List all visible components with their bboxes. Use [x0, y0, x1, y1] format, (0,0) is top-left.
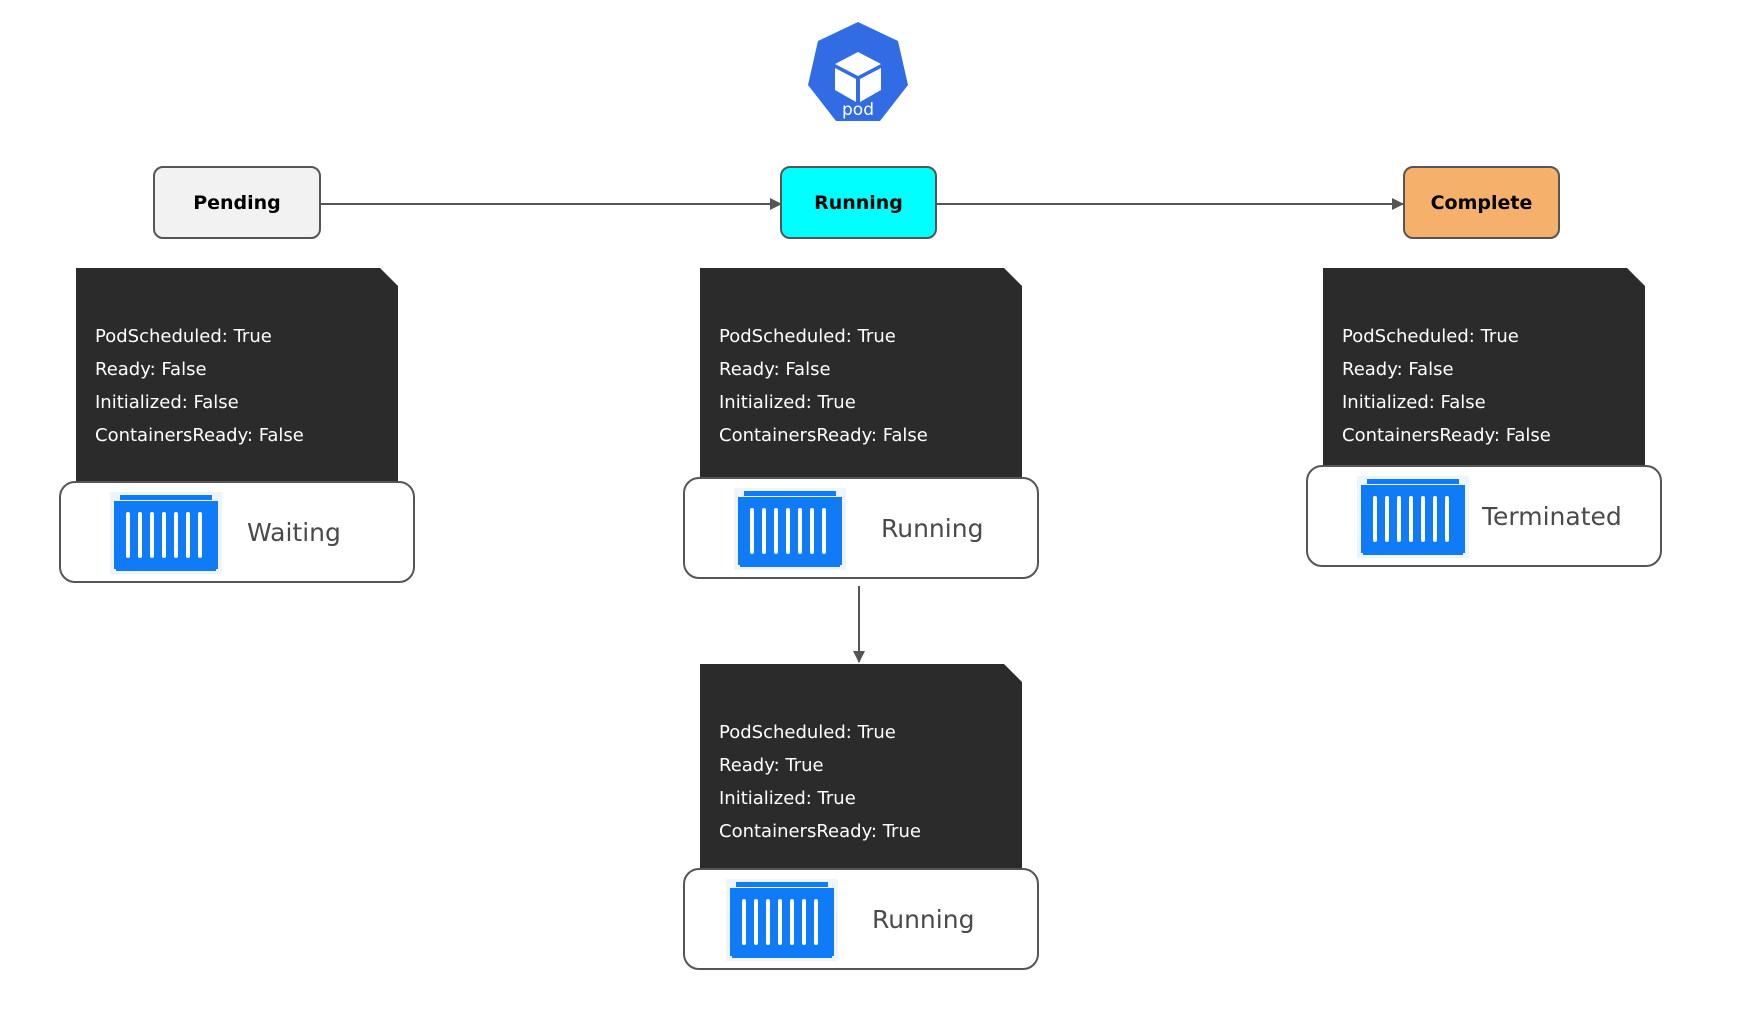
container-icon: [110, 492, 222, 574]
condition-ready: Ready: False: [719, 359, 831, 380]
condition-containers-ready: ContainersReady: False: [719, 425, 928, 446]
phase-running-label: Running: [814, 191, 903, 214]
container-card-complete: Terminated: [1306, 465, 1662, 567]
condition-containers-ready: ContainersReady: False: [95, 425, 304, 446]
phase-complete: Complete: [1403, 166, 1560, 239]
pod-icon: [808, 22, 908, 121]
container-state: Running: [881, 513, 984, 543]
conditions-note-running-ready: PodScheduled: True Ready: True Initializ…: [700, 664, 1022, 874]
condition-initialized: Initialized: True: [719, 788, 856, 809]
condition-ready: Ready: False: [95, 359, 207, 380]
container-icon: [1357, 476, 1469, 558]
phase-running: Running: [780, 166, 937, 239]
container-card-running-ready: Running: [683, 868, 1039, 970]
pod-logo: [805, 20, 911, 126]
container-card-pending: Waiting: [59, 481, 415, 583]
container-state: Terminated: [1482, 501, 1622, 531]
condition-initialized: Initialized: False: [95, 392, 239, 413]
condition-initialized: Initialized: False: [1342, 392, 1486, 413]
condition-initialized: Initialized: True: [719, 392, 856, 413]
phase-pending-label: Pending: [193, 191, 281, 214]
conditions-note-complete: PodScheduled: True Ready: False Initiali…: [1323, 268, 1645, 466]
conditions-note-pending: PodScheduled: True Ready: False Initiali…: [76, 268, 398, 482]
condition-containers-ready: ContainersReady: False: [1342, 425, 1551, 446]
condition-ready: Ready: True: [719, 755, 824, 776]
pod-label: pod: [842, 100, 874, 120]
phase-pending: Pending: [153, 166, 321, 239]
conditions-note-running: PodScheduled: True Ready: False Initiali…: [700, 268, 1022, 478]
condition-pod-scheduled: PodScheduled: True: [95, 326, 272, 347]
container-icon: [734, 488, 846, 570]
condition-pod-scheduled: PodScheduled: True: [719, 326, 896, 347]
condition-containers-ready: ContainersReady: True: [719, 821, 921, 842]
container-card-running: Running: [683, 477, 1039, 579]
container-state: Waiting: [247, 517, 341, 547]
container-state: Running: [872, 904, 975, 934]
condition-ready: Ready: False: [1342, 359, 1454, 380]
condition-pod-scheduled: PodScheduled: True: [719, 722, 896, 743]
condition-pod-scheduled: PodScheduled: True: [1342, 326, 1519, 347]
container-icon: [726, 879, 838, 961]
phase-complete-label: Complete: [1430, 191, 1533, 214]
